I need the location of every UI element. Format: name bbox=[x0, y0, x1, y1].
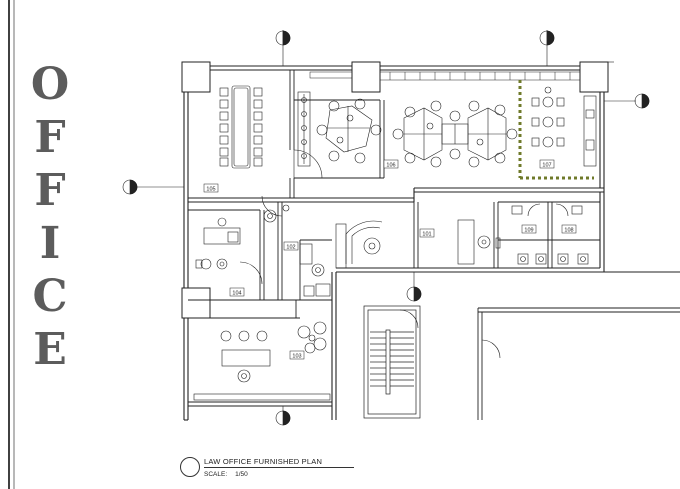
svg-text:109: 109 bbox=[524, 228, 533, 234]
toilets bbox=[511, 205, 589, 265]
stencil-letter-4: I bbox=[39, 218, 61, 269]
conference-table-105 bbox=[219, 85, 263, 169]
svg-text:103: 103 bbox=[292, 354, 301, 360]
svg-text:106: 106 bbox=[386, 163, 395, 169]
room-tag-104: 104 bbox=[229, 287, 245, 297]
title-marker-circle bbox=[180, 457, 200, 477]
grid-axis-markers bbox=[122, 30, 650, 426]
drawing-scale: SCALE: 1/50 bbox=[204, 471, 256, 478]
svg-text:104: 104 bbox=[232, 291, 241, 297]
scale-label: SCALE: bbox=[204, 471, 228, 478]
workstations-106 bbox=[297, 91, 382, 167]
reception-102 bbox=[263, 204, 331, 297]
window-strip bbox=[309, 71, 581, 81]
svg-text:107: 107 bbox=[542, 163, 551, 169]
title-underline bbox=[204, 467, 354, 468]
reception-desk bbox=[335, 220, 383, 269]
svg-text:101: 101 bbox=[422, 232, 431, 238]
svg-text:108: 108 bbox=[564, 228, 573, 234]
office-103 bbox=[193, 321, 331, 401]
room-tag-107: 107 bbox=[539, 159, 555, 169]
stencil-letter-3: F bbox=[34, 165, 66, 216]
exterior-walls bbox=[181, 61, 609, 421]
svg-text:102: 102 bbox=[286, 245, 295, 251]
lower-corridor bbox=[477, 271, 680, 420]
room-tag-102: 102 bbox=[283, 241, 299, 251]
stencil-letter-1: O bbox=[30, 59, 70, 110]
door-swings bbox=[239, 149, 569, 359]
office-104 bbox=[195, 217, 241, 270]
open-office-107 bbox=[392, 86, 597, 168]
room-tag-108: 108 bbox=[561, 224, 577, 234]
office-101 bbox=[457, 219, 501, 265]
vertical-office-word: O F F I C E bbox=[24, 58, 76, 376]
title-block: LAW OFFICE FURNISHED PLAN SCALE: 1/50 bbox=[178, 455, 378, 485]
stencil-letter-2: F bbox=[34, 112, 66, 163]
room-tag-103: 103 bbox=[289, 350, 305, 360]
room-tag-106: 106 bbox=[383, 159, 399, 169]
scale-value: 1/50 bbox=[235, 471, 248, 478]
interior-walls bbox=[188, 70, 600, 319]
room-tag-109: 109 bbox=[521, 224, 537, 234]
room-tag-101: 101 bbox=[419, 228, 435, 238]
svg-text:105: 105 bbox=[206, 187, 215, 193]
stencil-letter-6: E bbox=[33, 324, 67, 375]
stairwell bbox=[363, 305, 421, 419]
drawing-title: LAW OFFICE FURNISHED PLAN bbox=[204, 457, 323, 466]
room-tag-105: 105 bbox=[203, 183, 219, 193]
stencil-letter-5: C bbox=[32, 271, 68, 322]
